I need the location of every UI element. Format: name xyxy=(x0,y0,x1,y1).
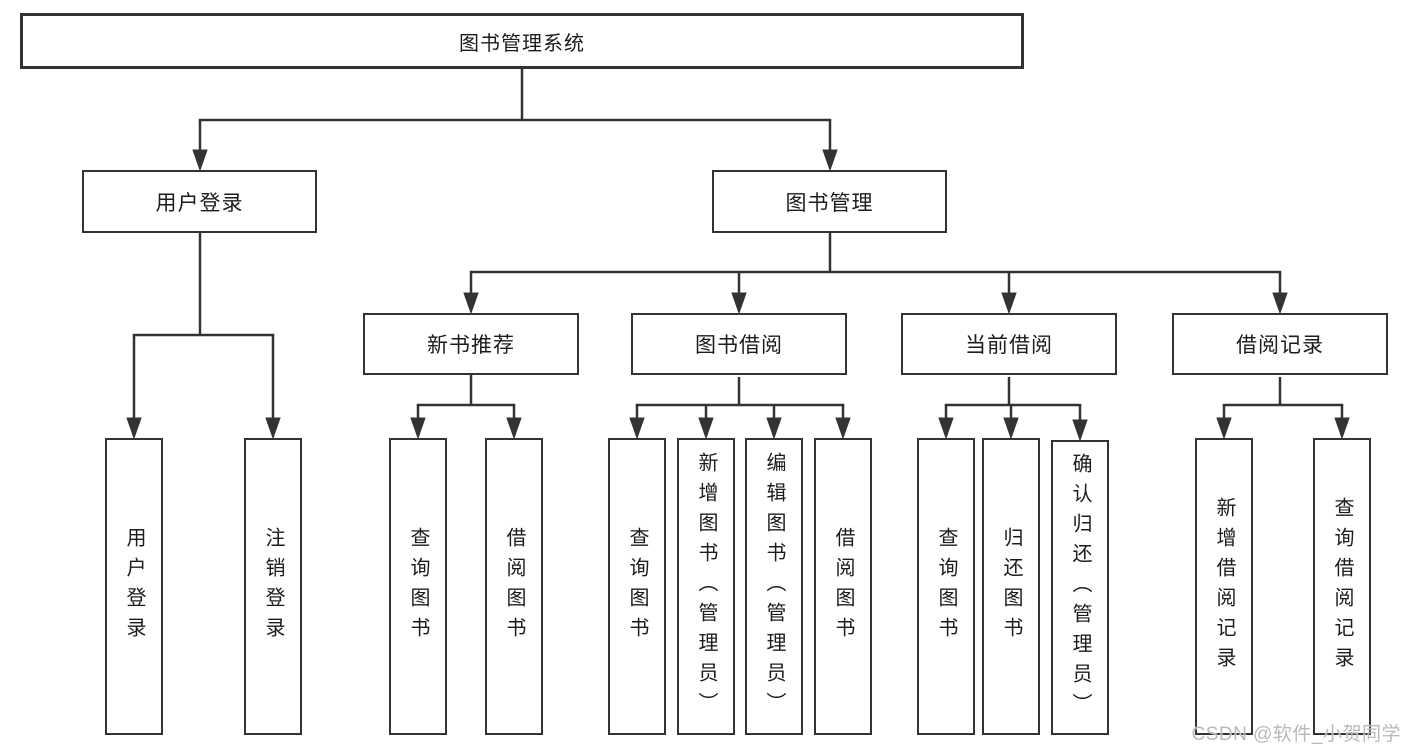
node-query-books-borrow: 查询图书 xyxy=(608,438,666,735)
node-label: 查询借阅记录 xyxy=(1331,496,1353,677)
node-label: 用户登录 xyxy=(155,191,244,215)
node-return-books: 归还图书 xyxy=(982,438,1040,735)
node-label: 借阅图书 xyxy=(503,526,525,647)
node-borrow-records: 借阅记录 xyxy=(1172,313,1388,375)
node-label: 借阅图书 xyxy=(832,526,854,647)
node-new-book-rec: 新书推荐 xyxy=(363,313,579,375)
node-label: 查询图书 xyxy=(407,526,429,647)
connector-new-book-rec-children xyxy=(410,375,522,440)
node-label: 新增图书（管理员） xyxy=(695,451,717,722)
connector-borrow-records-children xyxy=(1216,377,1350,440)
node-user-login: 用户登录 xyxy=(105,438,163,735)
node-user-login-group: 用户登录 xyxy=(82,170,317,233)
node-label: 查询图书 xyxy=(626,526,648,647)
node-label: 注销登录 xyxy=(262,526,284,647)
node-label: 编辑图书（管理员） xyxy=(763,451,785,722)
connector-book-borrow-children xyxy=(629,377,851,440)
csdn-watermark: CSDN @软件_小贺同学 xyxy=(1191,724,1401,745)
node-add-borrow-record: 新增借阅记录 xyxy=(1195,438,1253,735)
node-book-borrow: 图书借阅 xyxy=(631,313,847,375)
node-label: 图书管理 xyxy=(785,191,874,215)
node-edit-books-admin: 编辑图书（管理员） xyxy=(745,438,803,735)
connector-root-to-level2 xyxy=(192,69,838,172)
node-query-books-newrec: 查询图书 xyxy=(389,438,447,735)
node-add-books-admin: 新增图书（管理员） xyxy=(677,438,735,735)
node-query-borrow-record: 查询借阅记录 xyxy=(1313,438,1371,735)
node-label: 归还图书 xyxy=(1000,526,1022,647)
connector-book-mgmt-children xyxy=(463,233,1288,315)
node-borrow-books: 借阅图书 xyxy=(814,438,872,735)
connector-current-borrow-children xyxy=(938,377,1088,442)
node-library-system: 图书管理系统 xyxy=(20,13,1024,69)
node-current-borrow: 当前借阅 xyxy=(901,313,1117,375)
node-label: 当前借阅 xyxy=(965,334,1053,357)
node-label: 确认归还（管理员） xyxy=(1069,452,1091,723)
node-label: 图书借阅 xyxy=(695,334,783,357)
node-borrow-books-newrec: 借阅图书 xyxy=(485,438,543,735)
node-logout: 注销登录 xyxy=(244,438,302,735)
node-label: 查询图书 xyxy=(935,526,957,647)
node-label: 新书推荐 xyxy=(427,334,515,357)
node-label: 新增借阅记录 xyxy=(1213,496,1235,677)
node-label: 用户登录 xyxy=(123,526,145,647)
node-label: 借阅记录 xyxy=(1236,334,1324,357)
node-query-books-current: 查询图书 xyxy=(917,438,975,735)
node-book-mgmt: 图书管理 xyxy=(712,170,947,233)
node-confirm-return-admin: 确认归还（管理员） xyxy=(1051,440,1109,735)
node-label: 图书管理系统 xyxy=(459,32,585,55)
connector-user-login-children xyxy=(126,233,281,440)
